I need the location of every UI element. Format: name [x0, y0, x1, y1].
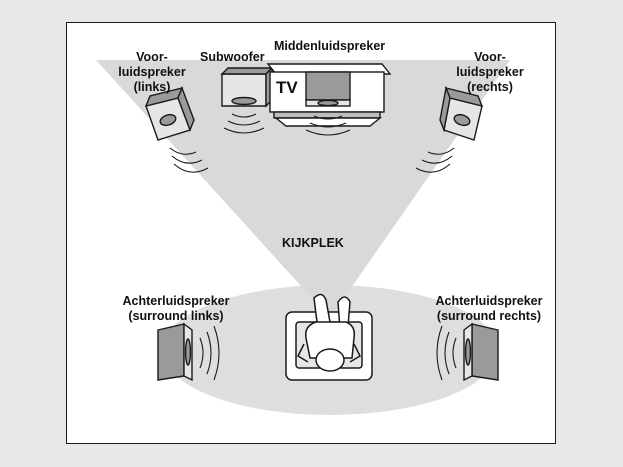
- front-left-label-line2: luidspreker: [118, 65, 186, 79]
- rear-right-label: Achterluidspreker (surround rechts): [424, 294, 554, 324]
- center-label: Middenluidspreker: [274, 39, 386, 53]
- front-left-sound-waves: [169, 147, 209, 173]
- sound-cone: [96, 60, 510, 318]
- subwoofer-icon: [220, 66, 274, 108]
- front-left-label-line3: (links): [133, 80, 171, 94]
- front-left-speaker-icon: [144, 86, 195, 141]
- rear-left-label-line2: (surround links): [128, 309, 224, 323]
- tv-label: TV: [276, 78, 298, 97]
- front-right-label-line3: (rechts): [467, 80, 513, 94]
- rear-left-label-line1: Achterluidspreker: [122, 294, 230, 308]
- front-left-label-line1: Voor-: [136, 50, 168, 64]
- center-sound-waves: [305, 115, 351, 136]
- center-speaker-icon: [305, 71, 351, 107]
- listening-position-label: KIJKPLEK: [282, 236, 344, 250]
- subwoofer-sound-waves: [223, 113, 265, 134]
- front-left-label: Voor- luidspreker (links): [118, 50, 186, 95]
- front-right-speaker-icon: [439, 85, 484, 141]
- front-right-sound-waves: [415, 147, 455, 173]
- front-right-label: Voor- luidspreker (rechts): [454, 50, 526, 95]
- person-in-chair-icon: [285, 293, 373, 381]
- rear-right-speaker-icon: [463, 322, 499, 382]
- front-right-label-line1: Voor-: [474, 50, 506, 64]
- rear-left-label: Achterluidspreker (surround links): [112, 294, 240, 324]
- front-right-label-line2: luidspreker: [456, 65, 524, 79]
- subwoofer-label: Subwoofer: [200, 50, 265, 64]
- rear-left-sound-waves: [199, 325, 220, 381]
- rear-right-label-line2: (surround rechts): [436, 309, 542, 323]
- rear-right-label-line1: Achterluidspreker: [435, 294, 543, 308]
- rear-left-speaker-icon: [157, 322, 193, 382]
- rear-right-sound-waves: [436, 325, 457, 381]
